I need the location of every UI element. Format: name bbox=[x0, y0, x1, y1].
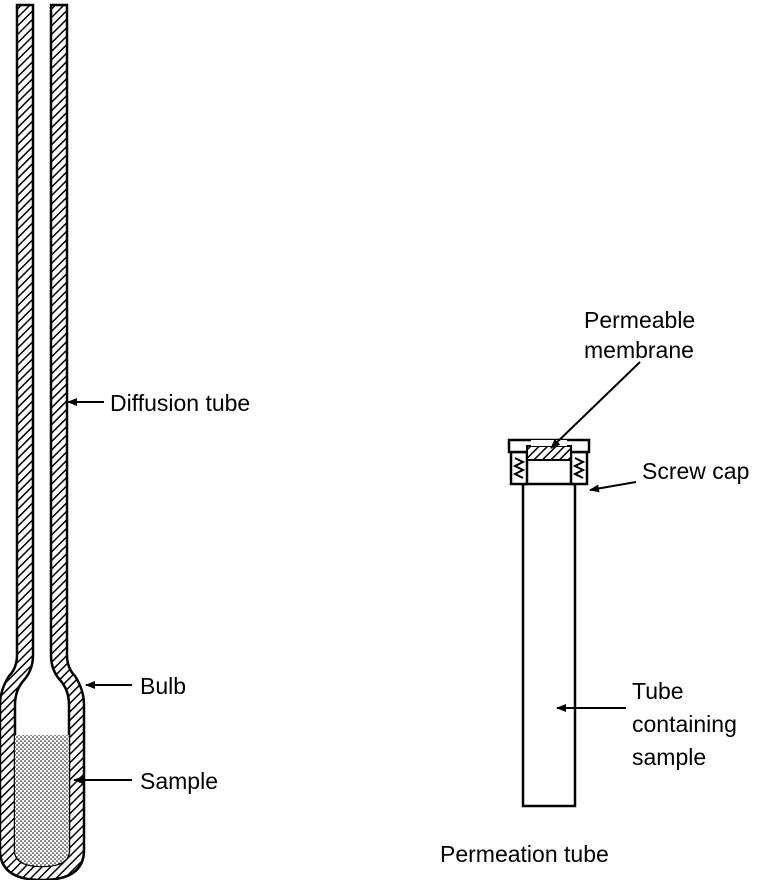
label-diffusion-tube: Diffusion tube bbox=[110, 390, 250, 416]
sample-fill bbox=[15, 735, 69, 866]
leader-screw-cap bbox=[589, 481, 637, 493]
label-tube-line1: Tube bbox=[632, 678, 684, 704]
label-permeable-membrane-line2: membrane bbox=[584, 337, 694, 363]
permeation-tube bbox=[507, 438, 591, 808]
label-permeation-tube: Permeation tube bbox=[440, 841, 609, 867]
cap-opening bbox=[531, 440, 567, 446]
leader-permeable-membrane bbox=[550, 361, 641, 449]
diffusion-tube-outer bbox=[0, 3, 86, 880]
diffusion-tube bbox=[0, 3, 86, 880]
label-tube-line2: containing bbox=[632, 711, 737, 737]
label-sample: Sample bbox=[140, 768, 218, 794]
screw-thread-right bbox=[572, 457, 586, 479]
label-screw-cap: Screw cap bbox=[642, 458, 749, 484]
label-bulb: Bulb bbox=[140, 673, 186, 699]
permeation-tube-body bbox=[521, 482, 577, 808]
label-tube-line3: sample bbox=[632, 744, 706, 770]
screw-thread-left bbox=[512, 457, 526, 479]
permeable-membrane bbox=[526, 445, 572, 461]
leader-lines bbox=[67, 361, 641, 784]
label-permeable-membrane-line1: Permeable bbox=[584, 307, 695, 333]
